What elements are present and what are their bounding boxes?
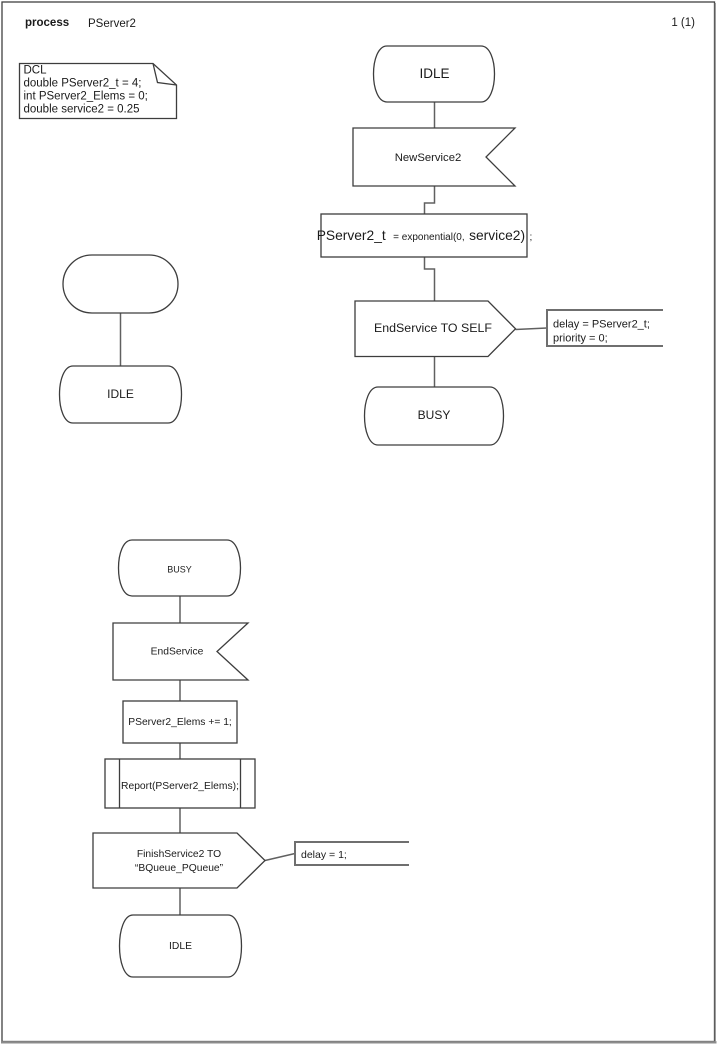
text-symbol-dcl[interactable]: DCL double PServer2_t = 4; int PServer2_… — [18, 62, 178, 120]
state-label: IDLE — [419, 66, 449, 81]
connector-task-to-output — [423, 257, 436, 301]
task-text: PServer2_t = exponential(0, service2) ; — [317, 227, 533, 244]
state-idle-top[interactable]: IDLE — [372, 45, 496, 103]
task-text: PServer2_Elems += 1; — [128, 717, 232, 728]
state-idle-bottom[interactable]: IDLE — [118, 914, 243, 978]
process-name: PServer2 — [88, 18, 136, 30]
dcl-line: int PServer2_Elems = 0; — [24, 91, 148, 103]
state-label: BUSY — [418, 408, 451, 422]
page-number: 1 (1) — [671, 17, 695, 29]
comment-delay-priority[interactable]: delay = PServer2_t; priority = 0; — [546, 309, 663, 347]
procedure-side-bars-icon — [118, 759, 242, 808]
state-busy-top[interactable]: BUSY — [363, 386, 505, 446]
connector-output-to-comment1 — [515, 327, 548, 331]
procedure-call-report[interactable]: Report(PServer2_Elems); — [104, 758, 256, 809]
state-label: IDLE — [169, 941, 192, 952]
state-label: IDLE — [107, 387, 134, 401]
output-signal-line: FinishService2 TO — [137, 849, 221, 860]
input-signal-label: EndService — [151, 647, 204, 658]
procedure-text: Report(PServer2_Elems); — [121, 781, 239, 792]
comment-delay[interactable]: delay = 1; — [294, 841, 409, 866]
input-endservice[interactable]: EndService — [112, 622, 250, 681]
connector-output2-to-comment2 — [264, 852, 296, 862]
input-newservice2[interactable]: NewService2 — [352, 127, 517, 187]
state-label: BUSY — [167, 565, 192, 575]
task-set-service-time[interactable]: PServer2_t = exponential(0, service2) ; — [317, 213, 533, 258]
state-busy-bottom[interactable]: BUSY — [117, 539, 242, 597]
dcl-line: DCL — [24, 65, 48, 77]
output-finishservice2[interactable]: FinishService2 TO “BQueue_PQueue” — [92, 832, 266, 889]
start-symbol[interactable] — [62, 254, 179, 314]
input-signal-label: NewService2 — [395, 152, 462, 164]
output-signal-label: EndService TO SELF — [374, 321, 492, 335]
flow-connectors — [119, 102, 548, 915]
folded-corner-icon — [152, 63, 177, 86]
connector-newservice2-to-task — [423, 186, 436, 214]
comment-line: priority = 0; — [553, 333, 608, 345]
task-increment-elems[interactable]: PServer2_Elems += 1; — [122, 700, 238, 744]
output-signal-line: “BQueue_PQueue” — [135, 863, 224, 874]
dcl-line: double PServer2_t = 4; — [24, 78, 142, 90]
comment-line: delay = 1; — [301, 849, 347, 861]
dcl-line: double service2 = 0.25 — [24, 104, 140, 116]
comment-line: delay = PServer2_t; — [553, 319, 650, 331]
state-idle-left[interactable]: IDLE — [58, 365, 183, 424]
diagram-kind-label: process — [25, 17, 69, 29]
output-endservice-to-self[interactable]: EndService TO SELF — [354, 300, 517, 358]
